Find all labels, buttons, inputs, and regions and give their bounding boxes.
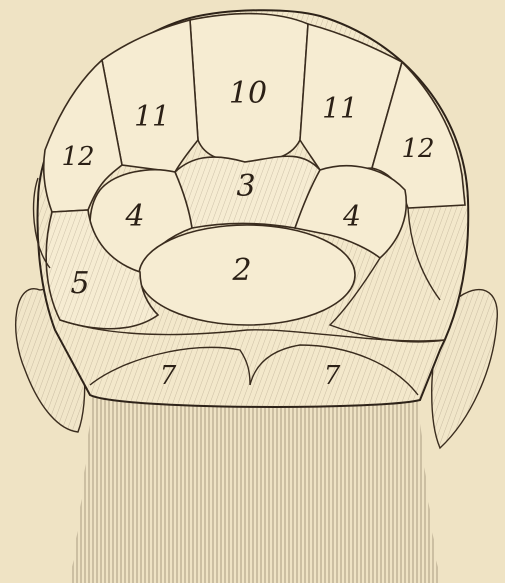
label-5: 5 — [70, 266, 89, 301]
label-10: 10 — [229, 76, 267, 111]
label-4-right: 4 — [342, 200, 361, 233]
label-3: 3 — [236, 169, 255, 204]
label-7-left: 7 — [160, 361, 177, 391]
label-4-left: 4 — [124, 199, 144, 234]
label-12-right: 12 — [401, 134, 434, 164]
label-7-right: 7 — [324, 361, 341, 391]
label-11-right: 11 — [322, 92, 358, 125]
label-11-left: 11 — [134, 100, 170, 133]
label-2: 2 — [231, 253, 251, 288]
label-12-left: 12 — [61, 142, 94, 172]
